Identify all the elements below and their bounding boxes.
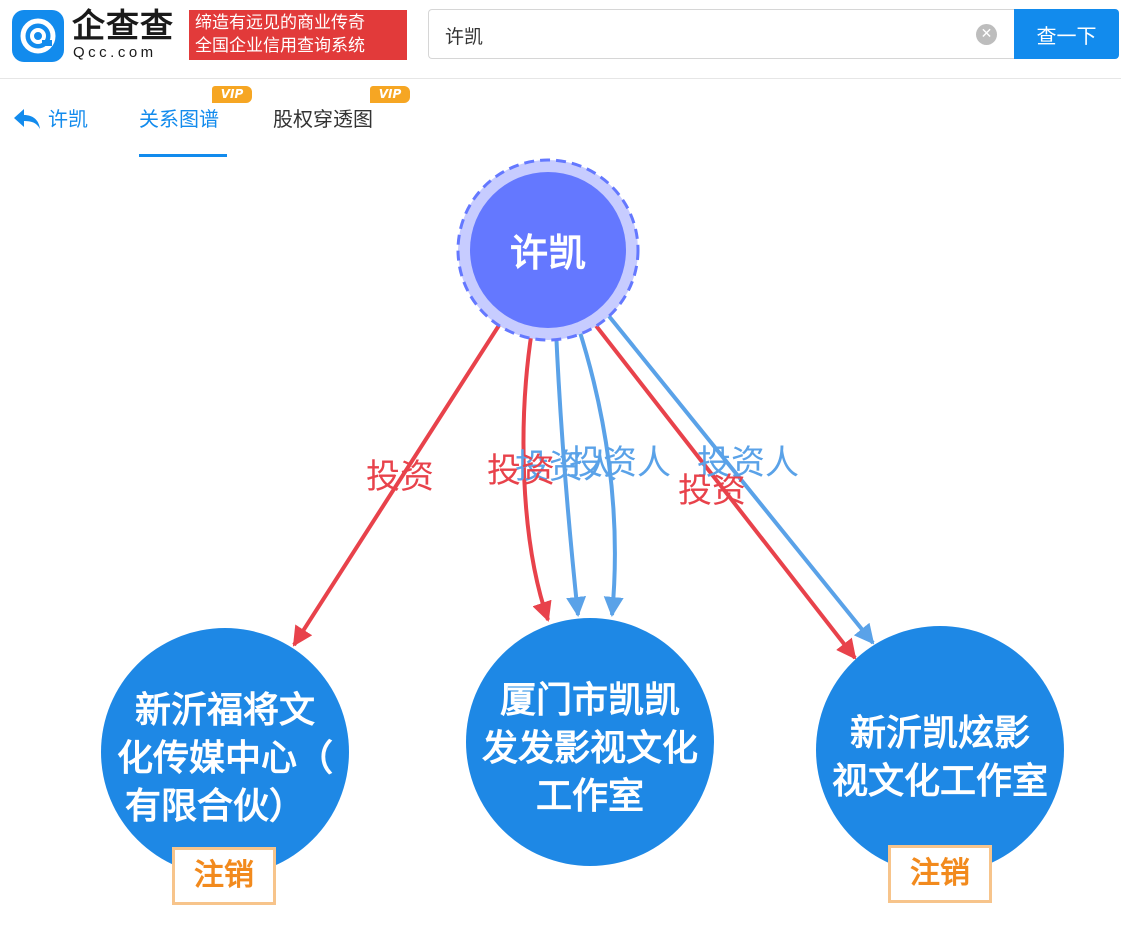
company-name-line: 视文化工作室 (832, 761, 1048, 802)
company-node[interactable]: 新沂凯炫影 视文化工作室 (816, 626, 1064, 874)
company-name-line: 新沂凯炫影 (850, 713, 1030, 754)
edge-invest-3[interactable] (588, 316, 857, 660)
active-tab-indicator (139, 154, 227, 157)
slogan-line-2: 全国企业信用查询系统 (195, 36, 365, 56)
edge-invest-1[interactable] (292, 314, 507, 647)
edge-label-investor-3: 投资人 (697, 443, 799, 483)
company-name-line: 厦门市凯凯 (500, 680, 680, 721)
edge-label-invest-3: 投资 (678, 471, 746, 511)
edge-investor-2b[interactable] (576, 325, 624, 617)
person-node[interactable]: 许凯 (456, 158, 640, 342)
tab-equity-penetration-label: 股权穿透图 (273, 107, 373, 131)
logo-name[interactable]: 企查查 (72, 6, 174, 45)
edge-label-investor-2b: 投资人 (569, 443, 671, 483)
edge-investor-2a[interactable] (554, 329, 587, 617)
vip-badge: VIP (370, 86, 410, 103)
qcc-logo-icon[interactable] (12, 10, 64, 62)
company-name-line: 化传媒中心（ (117, 738, 333, 779)
search-button[interactable]: 查一下 (1014, 9, 1119, 59)
company-node[interactable]: 厦门市凯凯 发发影视文化 工作室 (466, 618, 714, 866)
tab-equity-penetration[interactable]: 股权穿透图 (273, 104, 373, 134)
tab-relation-graph[interactable]: 关系图谱 (139, 104, 219, 134)
edge-label-investor-2a: 投资人 (515, 447, 617, 487)
edge-label-invest-2: 投资 (487, 451, 555, 491)
company-name-line: 有限合伙） (125, 786, 305, 827)
slogan-line-1: 缔造有远见的商业传奇 (195, 13, 365, 33)
status-badge: 注销 (172, 847, 276, 905)
person-node-name: 许凯 (510, 231, 586, 275)
status-badge: 注销 (888, 845, 992, 903)
company-node[interactable]: 新沂福将文 化传媒中心（ 有限合伙） (101, 628, 349, 876)
edge-label-invest-1: 投资 (366, 457, 434, 497)
back-link-label: 许凯 (48, 107, 88, 131)
tab-relation-graph-label: 关系图谱 (139, 107, 219, 131)
company-name-line: 发发影视文化 (482, 728, 698, 769)
edge-investor-3[interactable] (602, 308, 875, 645)
vip-badge: VIP (212, 86, 252, 103)
top-bar: 企查查 Qcc.com 缔造有远见的商业传奇 全国企业信用查询系统 ✕ 查一下 (0, 0, 1121, 79)
search-input[interactable] (443, 20, 967, 50)
edge-invest-2[interactable] (521, 329, 552, 622)
clear-search-icon[interactable]: ✕ (976, 24, 997, 45)
search-box (428, 9, 1016, 59)
logo-domain: Qcc.com (73, 44, 157, 61)
company-name-line: 新沂福将文 (135, 690, 315, 731)
back-arrow-icon (14, 109, 40, 129)
company-name-line: 工作室 (536, 776, 644, 817)
slogan-banner: 缔造有远见的商业传奇 全国企业信用查询系统 (189, 10, 407, 60)
